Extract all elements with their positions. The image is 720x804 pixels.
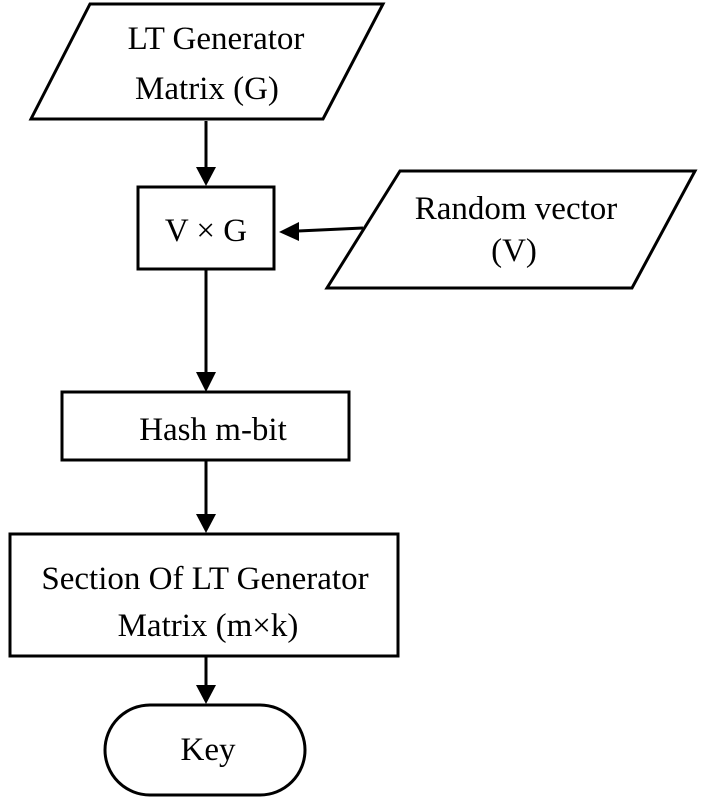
- lt-generator-label-line1: LT Generator: [128, 21, 305, 57]
- section-label-line2: Matrix (m×k): [118, 608, 299, 644]
- node-hash-m-bit: Hash m-bit: [60, 390, 351, 462]
- random-vector-label-line2: (V): [491, 233, 537, 269]
- node-key: Key: [103, 703, 307, 797]
- node-random-vector: Random vector (V): [324, 169, 698, 290]
- lt-generator-label-line2: Matrix (G): [135, 71, 279, 107]
- lt-generator-parallelogram: [28, 2, 386, 121]
- random-vector-label-line1: Random vector: [415, 191, 618, 227]
- edges: [196, 121, 364, 704]
- hash-label: Hash m-bit: [139, 412, 287, 448]
- arrowhead-vxg-to-hash: [196, 372, 216, 392]
- node-section-lt-generator: Section Of LT Generator Matrix (m×k): [8, 532, 400, 658]
- key-label: Key: [181, 732, 236, 768]
- key-terminator: [103, 703, 307, 797]
- section-label-line1: Section Of LT Generator: [41, 561, 368, 597]
- hash-box: [60, 390, 351, 462]
- arrowhead-hash-to-section: [196, 514, 216, 533]
- edge-random-to-vxg: [297, 226, 364, 233]
- arrowhead-lt-to-vxg: [196, 167, 216, 186]
- arrowhead-section-to-key: [196, 685, 216, 704]
- v-times-g-label: V × G: [165, 213, 247, 249]
- random-vector-parallelogram: [324, 169, 698, 290]
- node-v-times-g: V × G: [136, 185, 276, 271]
- v-times-g-box: [136, 185, 276, 271]
- node-lt-generator-matrix: LT Generator Matrix (G): [28, 2, 386, 121]
- arrowhead-random-to-vxg: [279, 222, 299, 241]
- section-box: [8, 532, 400, 658]
